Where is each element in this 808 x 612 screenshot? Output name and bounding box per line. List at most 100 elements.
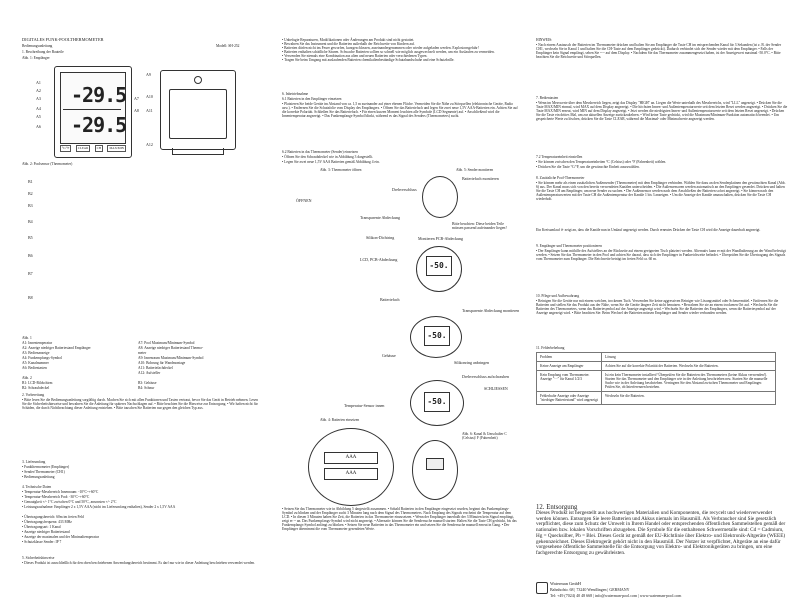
receiver-front: -29.5 -29.5 °C/°F CLEAR CH MAX/MIN — [54, 66, 132, 158]
legend-a8: A8: Anzeige niedriger Batteriestand Ther… — [138, 346, 204, 350]
safety-bullet-4: • Batterien enthalten schädliche Säuren.… — [282, 50, 495, 55]
hinweis-heading: HINWEIS: — [536, 38, 553, 42]
section-10-heading: 10. Pflege und Aufbewahrung — [536, 294, 580, 298]
clear-button[interactable]: CLEAR — [75, 145, 91, 152]
figure-4-caption: Abb. 4: Batterien einsetzen — [320, 418, 360, 422]
sensor-top-view — [422, 176, 458, 218]
label-transparente-abdeckung-montieren: Transparente Abdeckung montieren — [462, 308, 520, 313]
cover-lcd: -50. — [424, 326, 450, 346]
section-8-heading: 8. Zusätzliche Pool-Thermometer — [536, 176, 585, 180]
section-62-item-1: • Öffnen Sie den Schraubdeckel wie in Ab… — [282, 155, 374, 159]
section-7-heading: 7. Bedientasten — [536, 96, 559, 100]
legend-a11: A11: Batteriefachdeckel — [138, 366, 173, 370]
legend-b3: B3: Gehäuse — [138, 381, 157, 385]
lcd-divider — [63, 109, 121, 110]
safety-bullet-2: • Bewahren Sie das Instrument und die Ba… — [282, 42, 415, 47]
channel-switch-board — [412, 440, 458, 500]
section-3-heading: 3. Lieferumfang — [22, 460, 46, 464]
legend-a12: A12: Aufsteller — [138, 371, 161, 375]
figure-6-caption: Abb. 6: Kanal & Umschalter C (Celsius)/ … — [462, 432, 507, 441]
unit-button[interactable]: °C/°F — [60, 145, 72, 152]
section-12-text: Dieses Produkt ist hergestellt aus hochw… — [536, 510, 786, 556]
callout-a10: A10 — [146, 94, 153, 99]
label-schliessen: SCHLIESSEN — [484, 386, 508, 391]
company-contact: Tel: +49 (7024) 40 48 668 | info@waterma… — [550, 593, 682, 598]
table-cell: Wechseln Sie die Batterien. — [601, 391, 776, 405]
table-header-problem: Problem — [536, 352, 602, 362]
section-4-item-4: • Leistungsaufnahme: Empfänger 2 x 1,5V … — [22, 505, 176, 509]
callout-a9: A9 — [146, 72, 151, 77]
legend-a5: A5: Kanalnummer — [22, 361, 49, 365]
section-4-heading: 4. Technische Daten — [22, 485, 52, 489]
table-row: Kein Empfang vom Thermometer. Anzeige "-… — [536, 370, 776, 392]
figure-2-caption: Abb. 2: Poolsensor (Thermometer) — [22, 162, 73, 166]
label-silikon-dichtring: Silikon-Dichtring — [366, 235, 395, 240]
table-cell: Keine Anzeige am Empfänger — [536, 361, 602, 371]
legend-a1: A1: Innentemperatur — [22, 341, 53, 345]
legend-a10: A10: Bohrung für Wandmontage — [138, 361, 186, 365]
callout-b3: B3 — [28, 203, 33, 208]
callout-a3: A3 — [36, 96, 41, 101]
section-7-text: • Wenn im Messwerte über dem Messbereich… — [536, 101, 788, 122]
callout-b6: B6 — [28, 253, 33, 258]
channel-button[interactable]: CH — [94, 145, 104, 152]
figure-4-instructions: • Setzen Sie das Thermometer wie in Abbi… — [282, 507, 517, 532]
safety-bullet-5: • Verwenden Sie niemals eine Kombination… — [282, 54, 428, 59]
pcb-lcd: -50. — [426, 256, 452, 276]
callout-a1: A1 — [36, 80, 41, 85]
section-4-item-10: • Schutzklasse Sender: IP 7 — [22, 540, 62, 544]
battery-1: AAA — [324, 452, 378, 464]
battery-1-label: AAA — [345, 455, 357, 460]
section-4-item-3: • Genauigkeit +/- 1°C zwischen 0°C und 5… — [22, 500, 117, 504]
legend-a9: A9: Innenraum Maximum/Minimum-Symbol — [138, 356, 204, 360]
label-batteriefach: Batteriefach — [380, 297, 400, 302]
callout-a11: A11 — [146, 108, 153, 113]
section-3-item-1: • Funkthermometer (Empfänger) — [22, 465, 70, 469]
section-4-item-2: • Temperatur-Messbereich Pool: -30°C~+60… — [22, 495, 90, 499]
table-cell: Fehlerhafte Anzeige oder Anzeige "niedri… — [536, 391, 602, 405]
pcb-lcd-value: -50. — [429, 261, 449, 270]
callout-a12: A12 — [146, 142, 153, 147]
callout-b4: B4 — [28, 219, 33, 224]
label-drehverschluss: Drehverschluss — [392, 187, 417, 192]
battery-cover — [169, 89, 227, 139]
section-2-heading: 2. Vorbereitung — [22, 393, 45, 397]
legend-a4: A4: Funkempfangs-Symbol — [22, 356, 63, 360]
callout-a8: A8 — [134, 108, 139, 113]
callout-a6: A6 — [36, 124, 41, 129]
label-silikonring: Silikonring anbringen — [454, 360, 489, 365]
cap-lcd-value: -50. — [427, 397, 447, 406]
legend-a3: A3: Bedienanzeige — [22, 351, 50, 355]
section-2-text: • Bitte lesen Sie die Bedienungsanleitun… — [22, 398, 258, 411]
section-5-heading: 5. Sicherheitshinweise — [22, 556, 55, 560]
legend-a8-cont: meter — [138, 351, 147, 355]
section-72-item-1: • Sie können zwischen den Temperatureinh… — [536, 160, 667, 164]
battery-2: AAA — [324, 468, 378, 480]
label-pcb-montieren: Montieren PCB-Abdeckung — [418, 236, 463, 241]
legend-b1: B1: LCD-Bildschirm — [22, 381, 53, 385]
figure-5-caption: Abb. 5: Sender montieren — [456, 168, 494, 172]
section-72-heading: 7.2 Temperatureinheit einstellen — [536, 155, 583, 159]
company-name: Waterman GmbH — [550, 581, 581, 586]
callout-b7: B7 — [28, 271, 33, 276]
section-4-item-5: • Übertragungsbereich: 60m im freien Fel… — [22, 515, 84, 519]
table-cell: Achten Sie auf die korrekte Polarität de… — [601, 361, 776, 371]
safety-bullet-3: • Batterien dürfen nicht ins Feuer gewor… — [282, 46, 479, 51]
maxmin-button[interactable]: MAX/MIN — [107, 145, 126, 152]
channel-switch — [426, 458, 444, 470]
cover-lcd-value: -50. — [427, 331, 447, 340]
lcd-temp-pool: -29.5 — [71, 113, 127, 137]
lcd-temp-indoor: -29.5 — [71, 83, 127, 107]
callout-b5: B5 — [28, 235, 33, 240]
wall-mount-hole — [194, 76, 202, 84]
callout-a4: A4 — [36, 106, 41, 111]
transparent-cover — [410, 316, 462, 358]
label-transparente-abdeckung: Transparente Abdeckung — [360, 215, 400, 220]
safety-bullets: • Unbefugte Reparaturen, Modifikationen … — [282, 38, 520, 63]
legend-a7: A7: Pool Maximum/Minimum-Symbol — [138, 341, 195, 345]
label-temperatur-sensor: Temperatur-Sensor innen — [344, 403, 385, 408]
callout-a7: A7 — [134, 96, 139, 101]
screw-cap — [410, 380, 464, 426]
receiver-back — [160, 70, 236, 150]
callout-b1: B1 — [28, 179, 33, 184]
